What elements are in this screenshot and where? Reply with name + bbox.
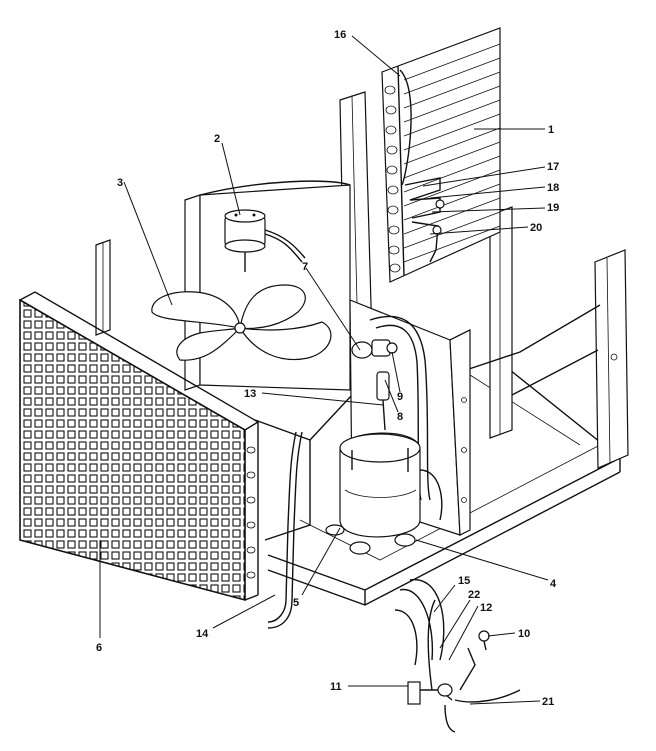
callout-18: 18 (547, 182, 559, 194)
fan-motor (224, 209, 306, 272)
callout-11: 11 (330, 681, 342, 693)
callout-6: 6 (96, 642, 102, 654)
callout-labels: 16 1 2 3 17 18 19 20 7 9 13 8 4 15 22 5 … (96, 29, 559, 708)
callout-10: 10 (518, 628, 530, 640)
tubing (267, 431, 303, 629)
callout-14: 14 (196, 628, 209, 640)
callout-21: 21 (542, 696, 554, 708)
callout-1: 1 (548, 124, 554, 136)
callout-22: 22 (468, 589, 480, 601)
callout-3: 3 (117, 177, 123, 189)
leader-lines (99, 35, 549, 705)
callout-2: 2 (214, 133, 220, 145)
callout-20: 20 (530, 222, 542, 234)
condenser-coil (19, 291, 260, 602)
callout-7: 7 (302, 261, 308, 273)
compressor (325, 432, 443, 555)
callout-17: 17 (547, 161, 559, 173)
callout-12: 12 (480, 602, 492, 614)
callout-4: 4 (550, 578, 557, 590)
callout-19: 19 (547, 202, 559, 214)
loose-parts (394, 579, 521, 733)
callout-13: 13 (244, 388, 256, 400)
base-pan (267, 369, 622, 606)
callout-15: 15 (458, 575, 470, 587)
fan-blade (151, 284, 332, 361)
callout-5: 5 (293, 597, 299, 609)
capacitor-overload (351, 339, 398, 431)
callout-8: 8 (397, 411, 403, 423)
evaporator-coil (381, 27, 501, 283)
callout-9: 9 (397, 391, 403, 403)
callout-16: 16 (334, 29, 346, 41)
